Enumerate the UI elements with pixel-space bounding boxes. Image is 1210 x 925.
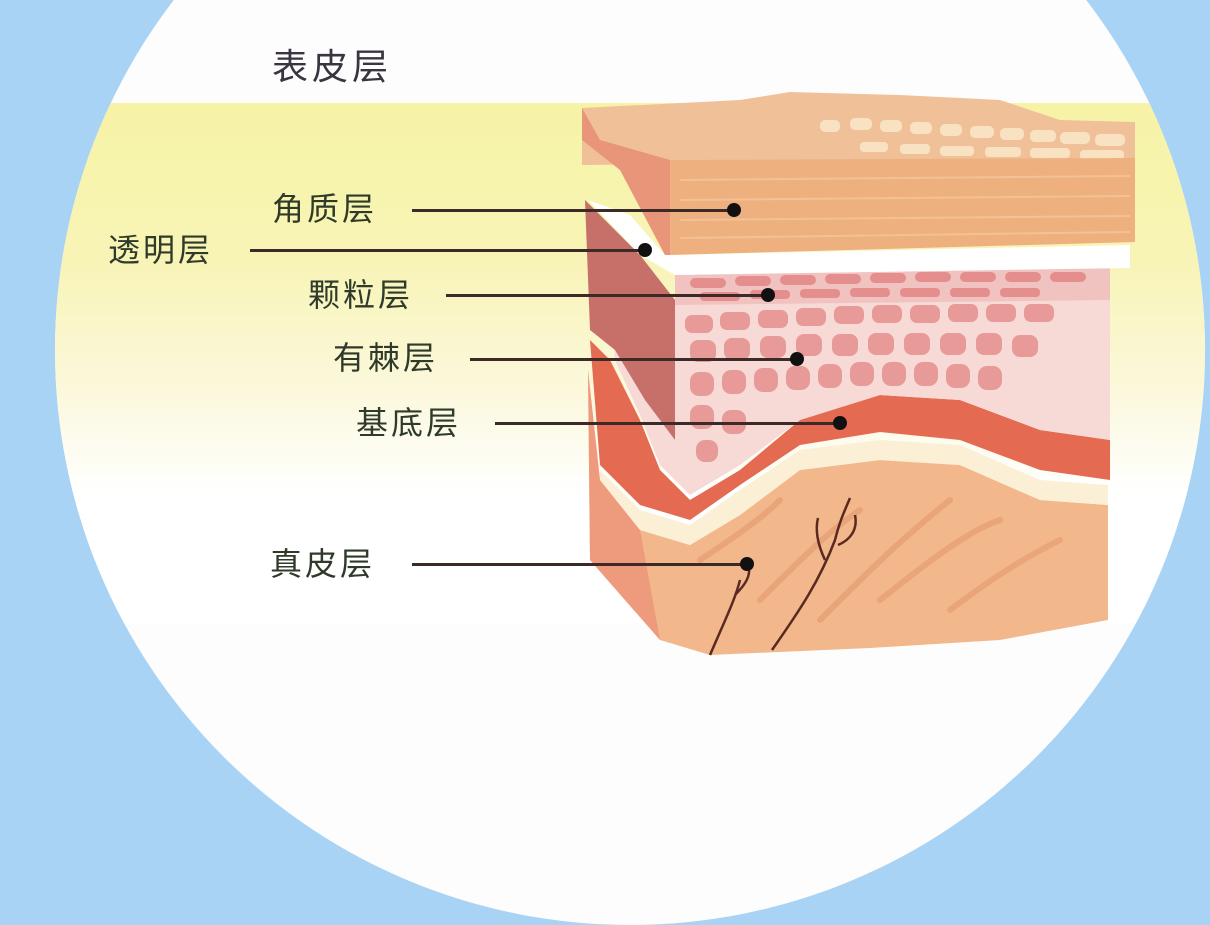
label-stratum-spinosum: 有棘层: [333, 339, 439, 377]
leader-line-lucidum: [250, 249, 645, 252]
corneum-front: [670, 158, 1135, 255]
label-dermis: 真皮层: [270, 545, 376, 583]
pointer-dot-corneum: [727, 203, 741, 217]
side-face: [585, 200, 675, 440]
dermis-block: [588, 370, 1108, 655]
basal-layer: [590, 340, 1110, 520]
leader-line-corneum: [412, 209, 734, 212]
label-stratum-granulosum: 颗粒层: [308, 276, 414, 314]
epidermis-title: 表皮层: [272, 47, 393, 88]
lucidum-layer: [588, 200, 1130, 275]
pointer-dot-basale: [833, 416, 847, 430]
leader-line-spinosum: [470, 358, 797, 361]
pointer-dot-granulosum: [761, 288, 775, 302]
skin-cross-section: [582, 92, 1135, 656]
label-stratum-basale: 基底层: [356, 404, 462, 442]
label-stratum-lucidum: 透明层: [108, 231, 214, 269]
pointer-dot-spinosum: [790, 352, 804, 366]
leader-line-dermis: [412, 563, 747, 566]
corneum-side: [582, 108, 670, 255]
leader-line-basale: [495, 422, 840, 425]
pointer-dot-dermis: [740, 557, 754, 571]
pointer-dot-lucidum: [638, 243, 652, 257]
basement-band: [600, 440, 1108, 545]
leader-line-granulosum: [446, 294, 768, 297]
label-stratum-corneum: 角质层: [272, 190, 378, 228]
